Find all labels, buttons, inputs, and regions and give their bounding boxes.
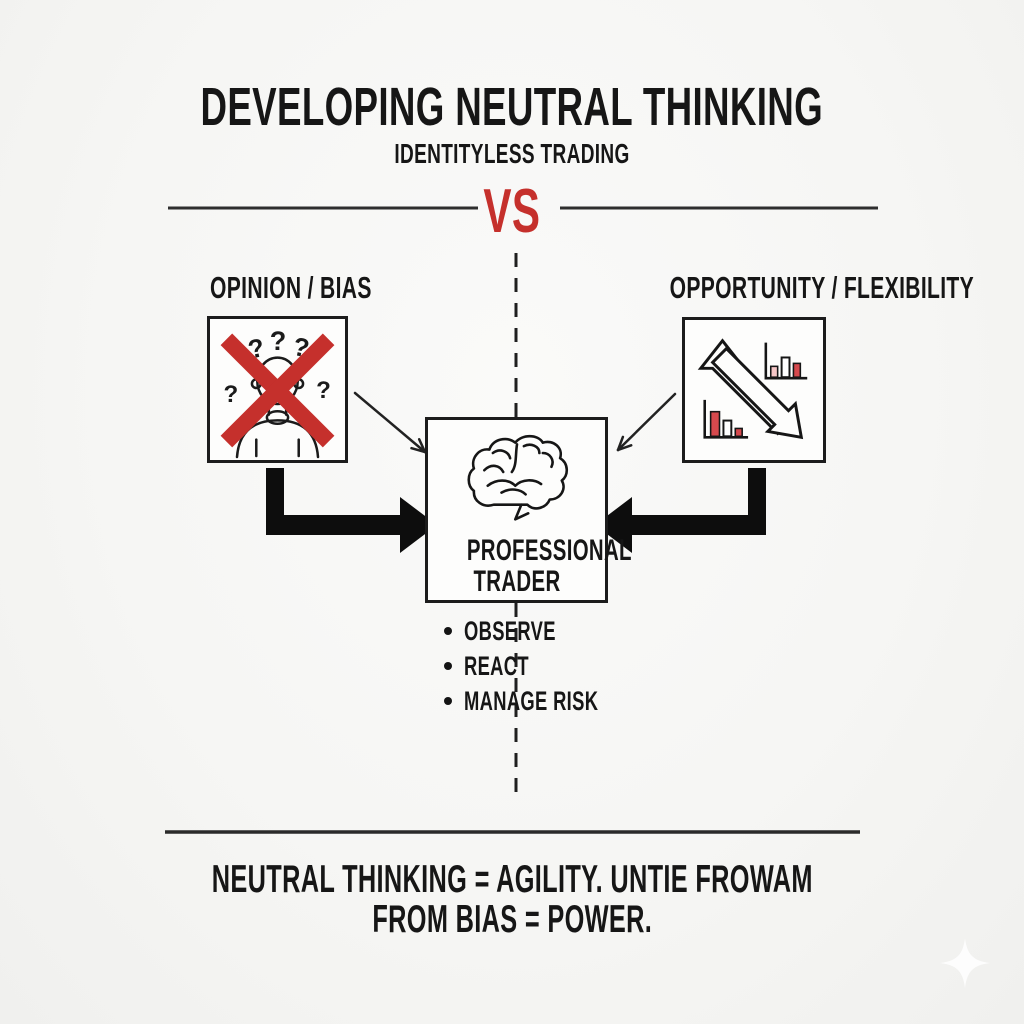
vs-label: VS: [483, 177, 541, 246]
thin-arrow-left-to-center: [353, 391, 427, 454]
mini-bar-chart-bottom-icon: [703, 399, 749, 439]
thick-arrow-left-to-center: [266, 468, 437, 553]
bullet-dot-icon: [444, 697, 452, 705]
thick-arrow-right-to-center: [595, 468, 766, 553]
down-arrow-icon: [710, 346, 804, 440]
list-item: MANAGE RISK: [444, 686, 662, 716]
professional-trader-box: PROFESSIONAL TRADER: [425, 417, 632, 603]
footer-tagline-line1: NEUTRAL THINKING = AGILITY. UNTIE FROWAM: [211, 858, 813, 901]
brain-icon-wrap: [428, 432, 605, 529]
left-column-label: OPINION / BIAS: [210, 270, 372, 305]
confused-person-crossed-out-icon: ? ? ? ? ?: [220, 326, 335, 459]
footer-tagline-line2: FROM BIAS = POWER.: [372, 898, 652, 941]
page-subtitle: IDENTITYLESS TRADING: [394, 138, 630, 169]
red-x-mark-icon: [220, 333, 335, 448]
center-label-line2: TRADER: [472, 565, 561, 598]
center-box-label: PROFESSIONAL TRADER: [428, 535, 632, 598]
mini-bar-chart-top-icon: [764, 342, 808, 380]
bullet-dot-icon: [444, 627, 452, 635]
list-item: OBSERVE: [444, 616, 662, 646]
trader-actions-list: OBSERVE REACT MANAGE RISK: [444, 616, 662, 723]
page-title: DEVELOPING NEUTRAL THINKING: [200, 77, 824, 137]
sparkle-watermark-icon: [940, 938, 990, 988]
right-column-label: OPPORTUNITY / FLEXIBILITY: [669, 270, 975, 305]
opinion-bias-box: ? ? ? ? ?: [207, 316, 348, 463]
center-label-line1: PROFESSIONAL: [466, 534, 632, 567]
question-mark: ?: [316, 377, 331, 404]
question-mark: ?: [224, 381, 239, 408]
brain-icon: [466, 434, 568, 521]
bullet-dot-icon: [444, 662, 452, 670]
list-item: REACT: [444, 651, 662, 681]
crossed-trend-arrows-icon: [697, 338, 808, 440]
opportunity-flexibility-box: [682, 317, 826, 463]
question-mark: ?: [270, 326, 287, 356]
thin-arrow-right-to-center: [616, 392, 677, 452]
